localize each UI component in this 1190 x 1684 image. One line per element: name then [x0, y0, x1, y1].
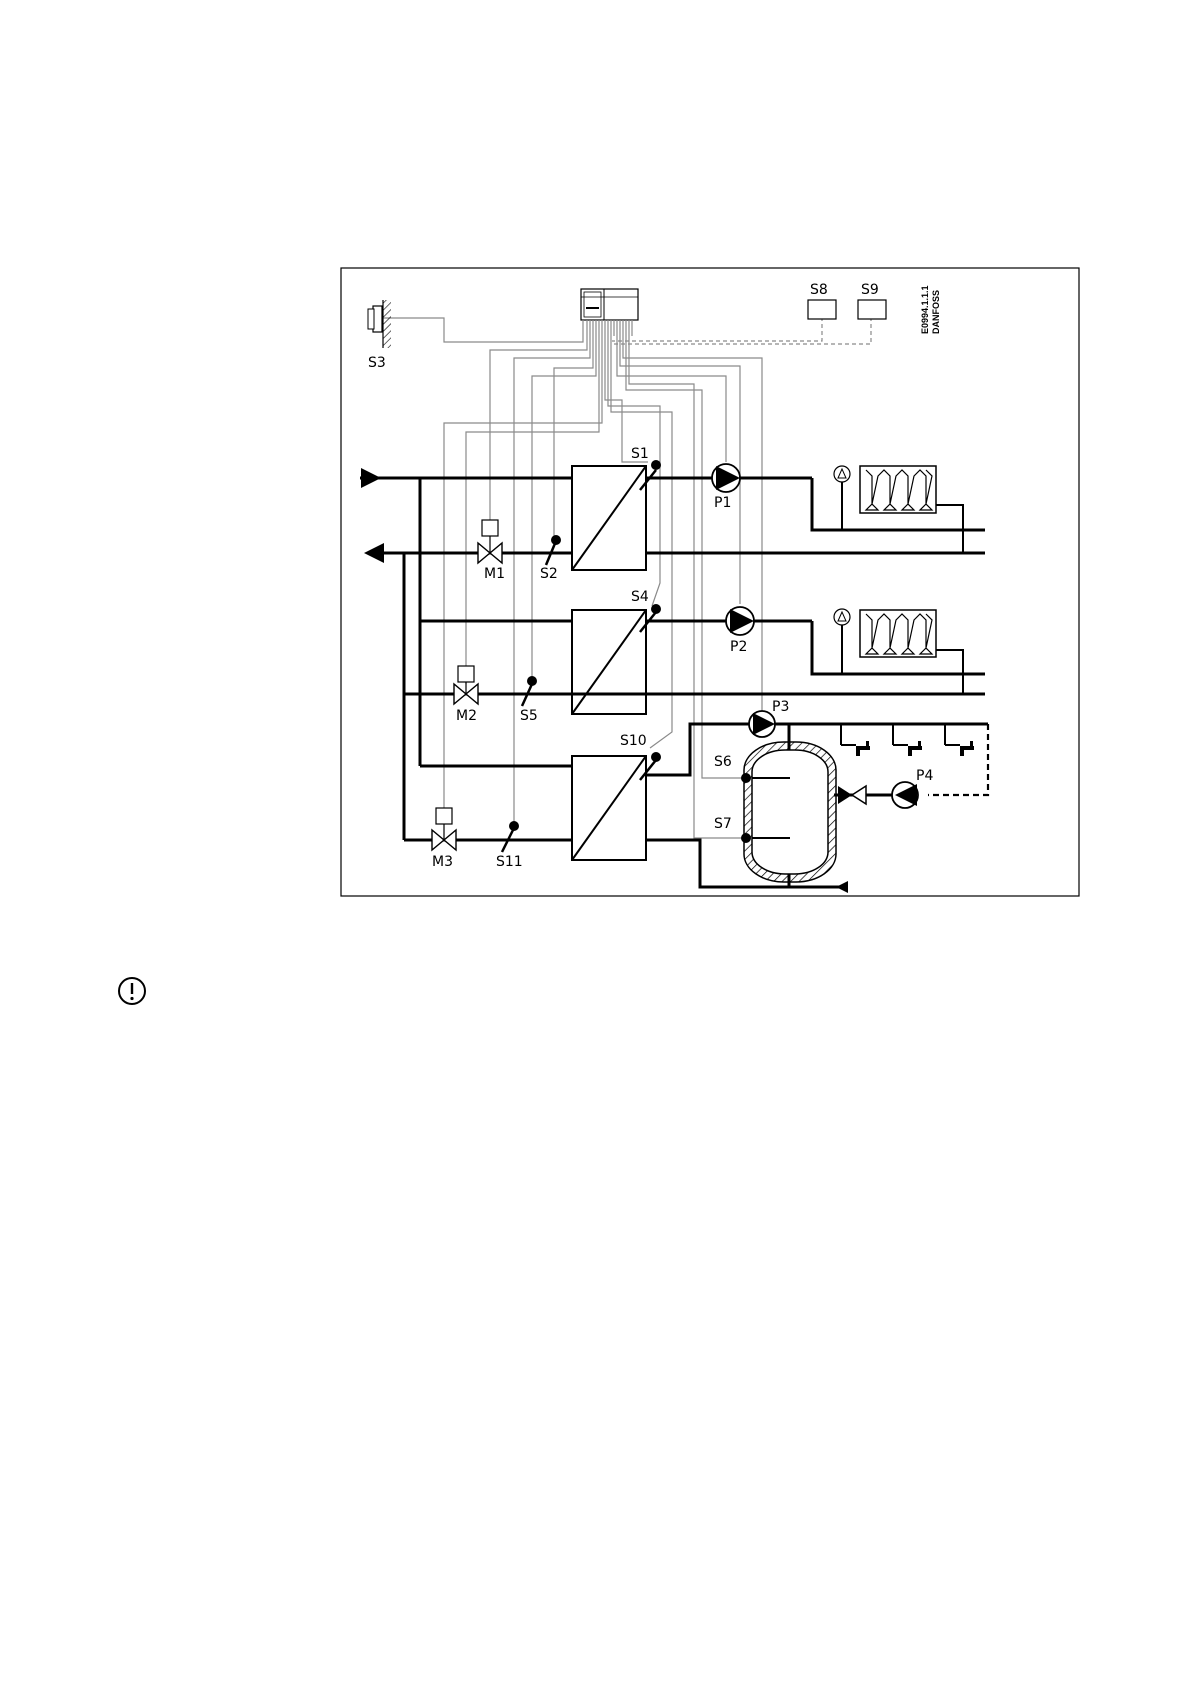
label-p1: P1 — [714, 495, 731, 511]
svg-text:E0994.1.1.1: E0994.1.1.1 — [920, 285, 930, 334]
heat-exchanger-3 — [572, 756, 646, 860]
label-m2: M2 — [456, 708, 477, 724]
s8-sensor — [808, 300, 836, 319]
label-s7: S7 — [714, 816, 732, 832]
label-s10: S10 — [620, 733, 647, 749]
sensor-s7 — [741, 833, 751, 843]
label-s5: S5 — [520, 708, 538, 724]
tap-1-icon — [856, 741, 870, 756]
valve-m2 — [454, 666, 478, 704]
label-s8: S8 — [810, 282, 828, 298]
label-s6: S6 — [714, 754, 732, 770]
diagram-frame — [341, 268, 1079, 896]
label-s1: S1 — [631, 446, 649, 462]
pump-p1 — [712, 464, 740, 492]
svg-text:DANFOSS: DANFOSS — [931, 290, 941, 334]
hot-water-tank — [744, 742, 836, 882]
heating-circuit-1 — [646, 466, 985, 553]
label-p4: P4 — [916, 768, 933, 784]
label-s9: S9 — [861, 282, 879, 298]
sensor-s2 — [546, 535, 561, 565]
label-s3: S3 — [368, 355, 386, 371]
pump-p2 — [726, 607, 754, 635]
s9-sensor — [858, 300, 886, 319]
sensor-s11 — [502, 821, 519, 852]
label-p3: P3 — [772, 699, 789, 715]
label-m1: M1 — [484, 566, 505, 582]
diagram-code: E0994.1.1.1 DANFOSS — [920, 285, 941, 334]
heat-exchanger-2 — [572, 610, 646, 714]
label-s11: S11 — [496, 854, 523, 870]
label-m3: M3 — [432, 854, 453, 870]
exclamation-circle-icon — [117, 976, 147, 1006]
label-p2: P2 — [730, 639, 747, 655]
pump-p4 — [892, 782, 918, 808]
s3-outdoor-sensor — [368, 300, 391, 348]
heat-exchanger-1 — [572, 466, 646, 570]
valve-m1 — [478, 520, 502, 563]
sensor-s5 — [522, 676, 537, 706]
label-s4: S4 — [631, 589, 649, 605]
tap-2-icon — [908, 741, 922, 756]
valve-m3 — [432, 808, 456, 850]
label-s2: S2 — [540, 566, 558, 582]
tap-3-icon — [960, 741, 974, 756]
controller-unit — [581, 289, 638, 320]
sensor-s6 — [741, 773, 751, 783]
